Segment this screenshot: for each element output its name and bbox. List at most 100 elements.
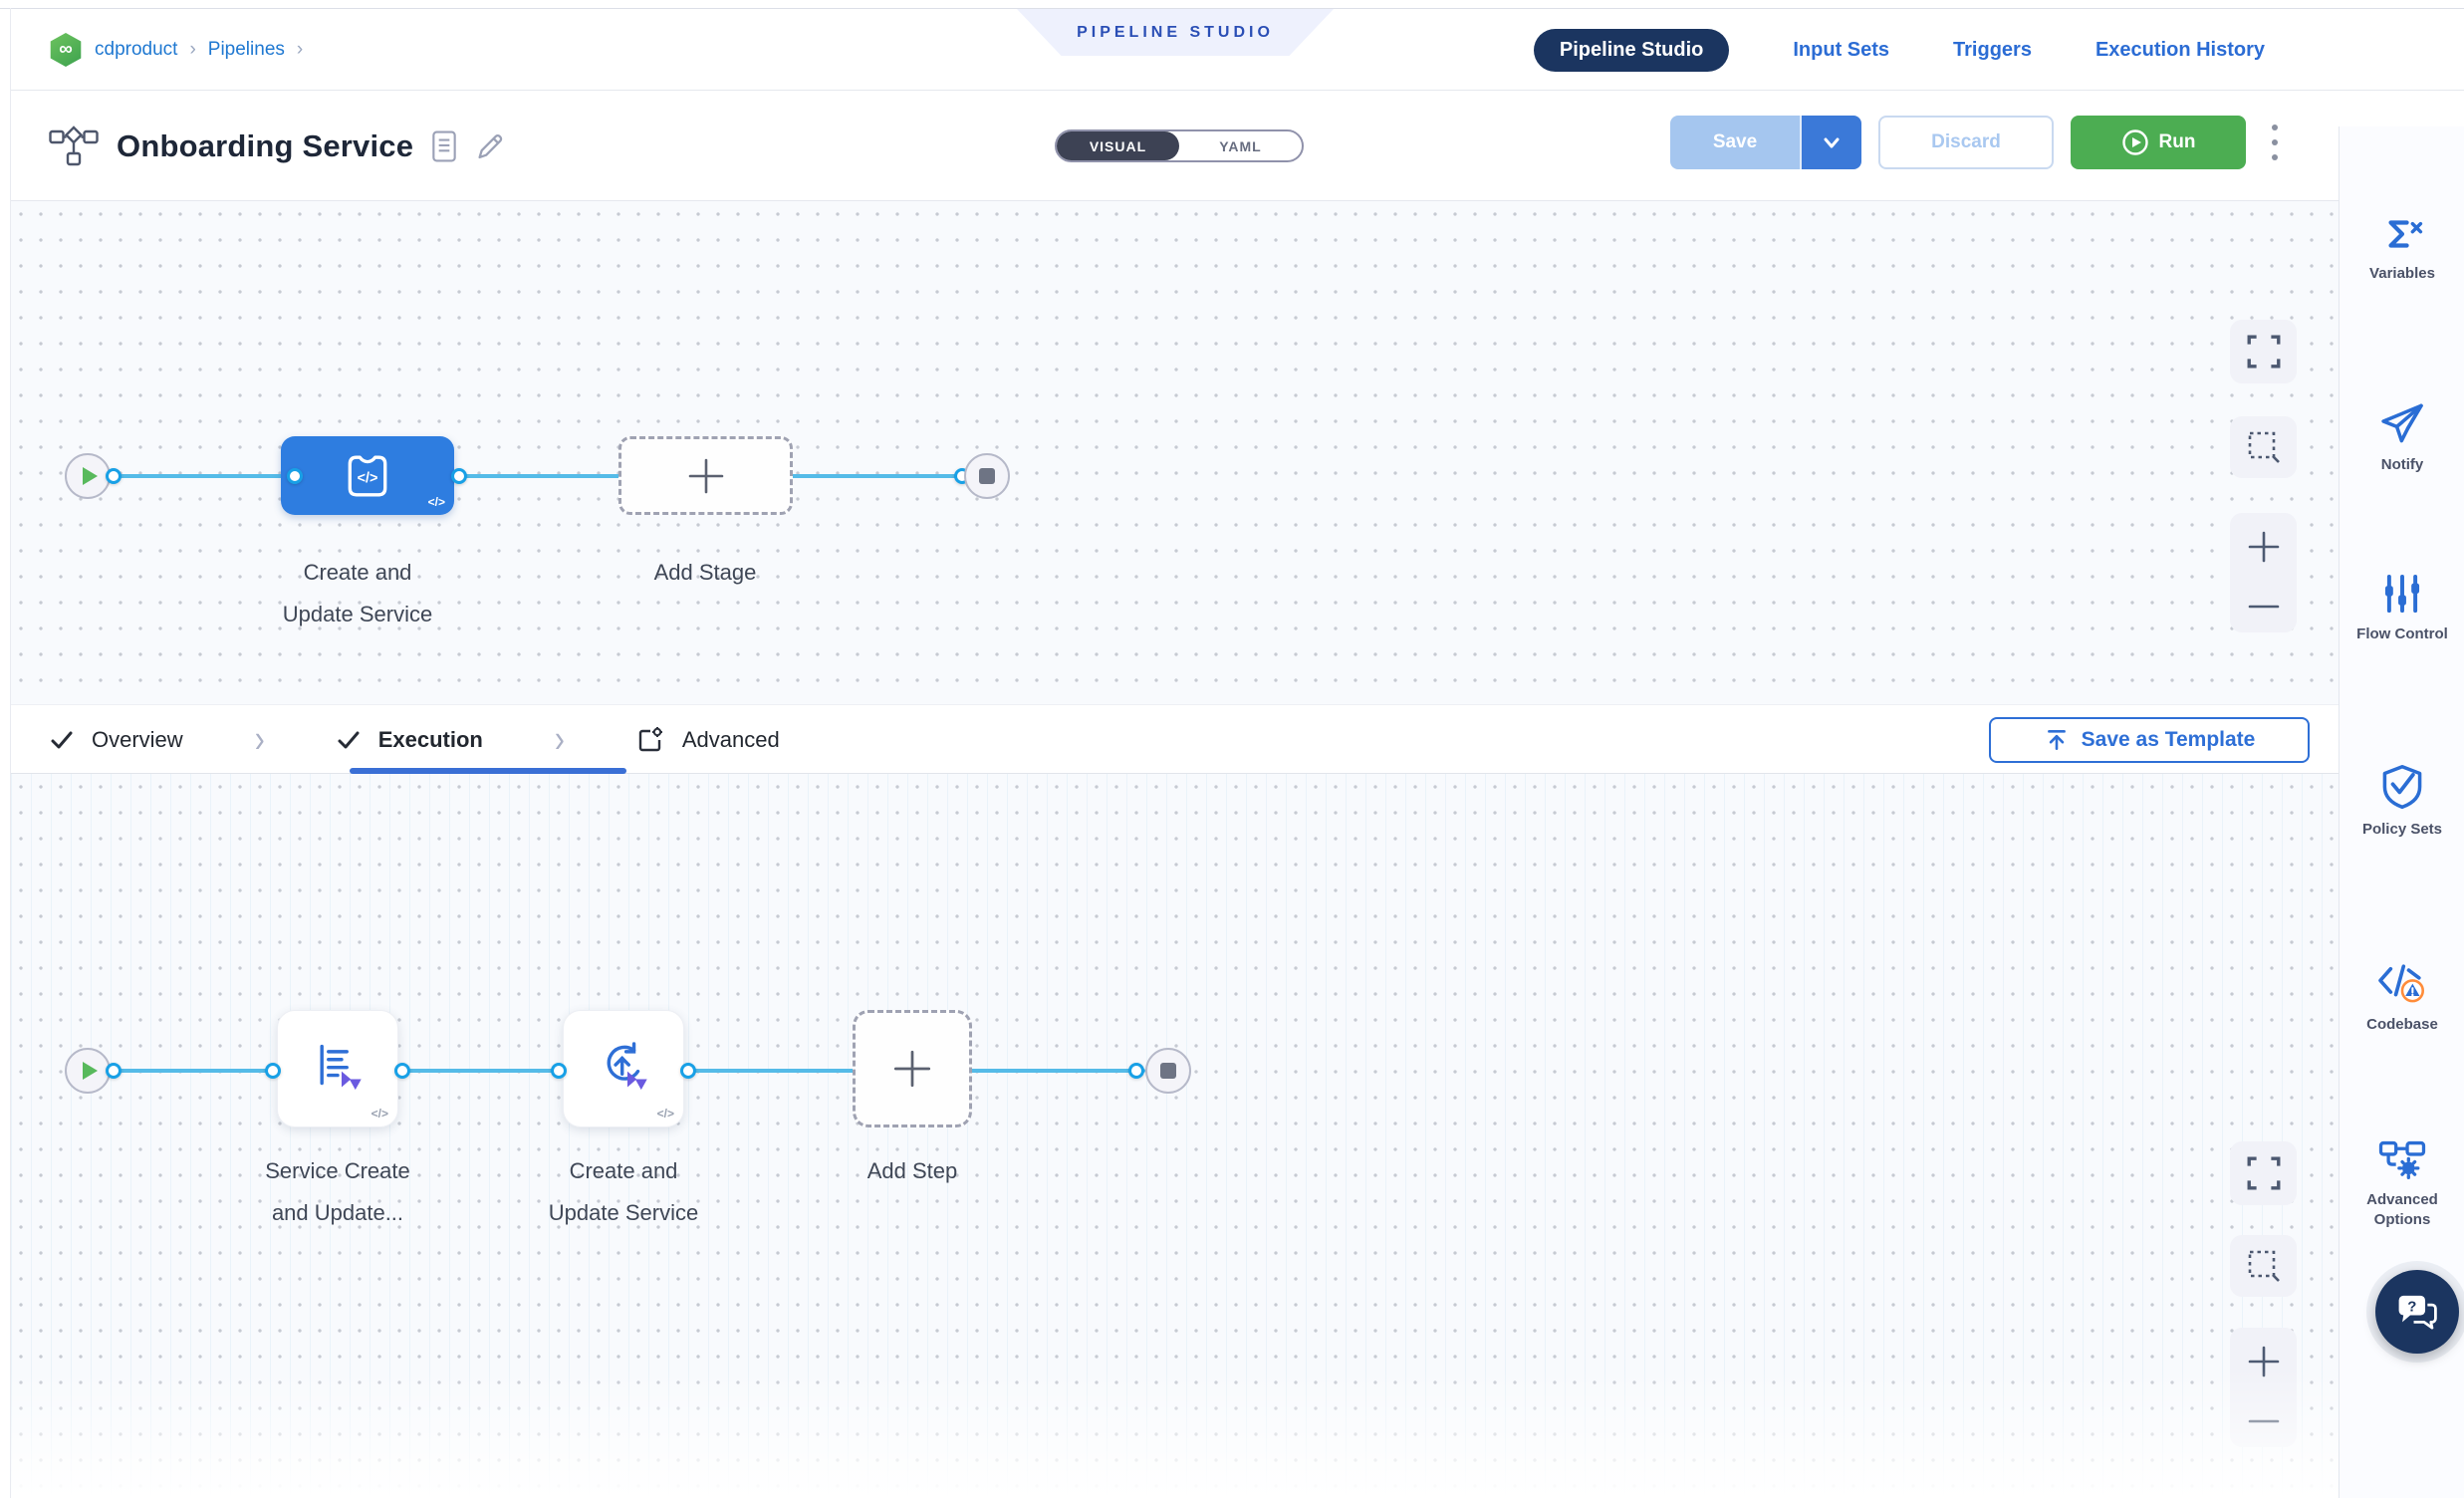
- add-step-node[interactable]: [853, 1010, 972, 1127]
- step-node-service-create-and-update[interactable]: </>: [277, 1010, 398, 1127]
- sidebar-item-codebase[interactable]: Codebase: [2340, 961, 2464, 1035]
- stage-canvas[interactable]: </> </> Create and Update Service Add St…: [11, 201, 2339, 704]
- zoom-out-button[interactable]: [2246, 597, 2282, 617]
- stop-icon: [979, 468, 995, 484]
- fullscreen-button[interactable]: [2230, 1141, 2297, 1205]
- right-sidebar: Variables Notify Flow Control: [2339, 126, 2464, 1498]
- code-glyph: </>: [358, 470, 378, 486]
- custom-stage-icon: </>: [348, 455, 387, 496]
- code-badge: </>: [656, 1107, 674, 1121]
- step-in-port: [551, 1063, 567, 1079]
- execution-start-node: [65, 1048, 111, 1094]
- question-glyph: ?: [2407, 1298, 2416, 1315]
- canvas-bottom-fade: [11, 1369, 2339, 1498]
- start-play-icon: [83, 1062, 98, 1080]
- zoom-out-button[interactable]: [2246, 1411, 2282, 1431]
- check-icon: [338, 731, 360, 749]
- fullscreen-button[interactable]: [2230, 320, 2297, 383]
- sidebar-item-notify[interactable]: Notify: [2340, 401, 2464, 475]
- step2-label: Create and Update Service: [548, 1158, 699, 1225]
- stage-node-create-and-update-service[interactable]: </> </>: [281, 436, 454, 515]
- check-icon: [51, 731, 73, 749]
- more-options-kebab-icon[interactable]: [2263, 116, 2287, 169]
- zoom-in-button[interactable]: [2246, 1344, 2282, 1379]
- values-file-step-icon: [320, 1044, 362, 1091]
- description-doc-icon[interactable]: [431, 130, 457, 162]
- breadcrumb-separator: ›: [189, 39, 196, 60]
- multi-select-button[interactable]: [2230, 1235, 2297, 1297]
- plus-icon: [893, 1050, 931, 1088]
- link-port: [106, 1063, 122, 1079]
- run-button[interactable]: Run: [2071, 116, 2246, 169]
- sync-update-step-icon: [607, 1042, 647, 1091]
- save-button[interactable]: Save: [1670, 116, 1800, 169]
- tab-separator-chevron-icon: ›: [554, 717, 565, 761]
- step-out-port: [680, 1063, 696, 1079]
- stop-icon: [1160, 1063, 1176, 1079]
- tab-overview[interactable]: Overview: [50, 727, 183, 753]
- discard-button[interactable]: Discard: [1878, 116, 2054, 169]
- breadcrumb-pipelines-link[interactable]: Pipelines: [207, 39, 285, 60]
- toolbar-actions: Save Discard Run: [1670, 116, 2287, 169]
- visual-yaml-toggle: VISUAL YAML: [1055, 129, 1304, 162]
- sidebar-item-policy-sets[interactable]: Policy Sets: [2340, 764, 2464, 840]
- tab-execution[interactable]: Execution: [337, 727, 483, 753]
- help-chat-fab[interactable]: ?: [2375, 1270, 2459, 1354]
- tab-triggers[interactable]: Triggers: [1953, 38, 2032, 61]
- multi-select-button[interactable]: [2230, 416, 2297, 478]
- stage-connector-line: [111, 474, 964, 478]
- zoom-controls: [2230, 1328, 2297, 1447]
- save-dropdown-button[interactable]: [1800, 116, 1861, 169]
- marquee-select-icon: [2248, 431, 2280, 463]
- tab-advanced[interactable]: Advanced: [636, 726, 780, 754]
- pipeline-graph-icon: [49, 125, 99, 165]
- tab-input-sets[interactable]: Input Sets: [1793, 38, 1890, 61]
- code-badge: </>: [427, 495, 445, 509]
- fullscreen-icon: [2247, 335, 2280, 369]
- tab-execution-history[interactable]: Execution History: [2094, 38, 2265, 61]
- sidebar-item-flow-control[interactable]: Flow Control: [2340, 573, 2464, 644]
- pipeline-end-node: [964, 453, 1010, 499]
- page-title: Onboarding Service: [117, 127, 414, 163]
- pipeline-title-group: Onboarding Service: [49, 91, 505, 201]
- pipeline-studio-banner: PIPELINE STUDIO: [1017, 9, 1334, 56]
- left-divider: [10, 8, 11, 1498]
- breadcrumb: ∞ cdproduct › Pipelines ›: [49, 9, 303, 91]
- execution-end-node: [1145, 1048, 1191, 1094]
- pipeline-gear-icon: [2378, 1140, 2426, 1179]
- harness-cd-logo-icon: ∞: [50, 33, 82, 67]
- edit-pencil-icon[interactable]: [475, 131, 505, 161]
- chat-question-icon: ?: [2398, 1295, 2437, 1330]
- tab-pipeline-studio[interactable]: Pipeline Studio: [1533, 28, 1730, 72]
- step-out-port: [394, 1063, 410, 1079]
- breadcrumb-project-link[interactable]: cdproduct: [95, 39, 178, 60]
- zoom-controls: [2230, 513, 2297, 632]
- link-port: [1128, 1063, 1144, 1079]
- marquee-select-icon: [2248, 1250, 2280, 1282]
- execution-canvas[interactable]: </> </>: [11, 774, 2339, 1498]
- sidebar-item-advanced-options[interactable]: Advanced Options: [2340, 1138, 2464, 1230]
- active-tab-underline: [350, 768, 626, 774]
- top-divider: [0, 8, 2464, 9]
- step-node-create-and-update-service[interactable]: </>: [563, 1010, 684, 1127]
- upload-icon: [2047, 730, 2066, 750]
- sidebar-item-variables[interactable]: Variables: [2340, 214, 2464, 284]
- stage-label: Create and Update Service: [282, 560, 433, 626]
- code-warning-icon: [2378, 964, 2424, 1003]
- toggle-visual[interactable]: VISUAL: [1057, 131, 1179, 160]
- save-as-template-button[interactable]: Save as Template: [1989, 717, 2310, 763]
- play-circle-icon: [2121, 129, 2148, 155]
- stage-out-port: [451, 468, 467, 484]
- add-step-label: Add Step: [866, 1158, 958, 1183]
- fullscreen-icon: [2247, 1156, 2280, 1190]
- plus-icon: [688, 458, 723, 493]
- add-stage-label: Add Stage: [653, 560, 757, 585]
- advanced-settings-icon: [638, 727, 662, 752]
- stage-in-port: [287, 468, 303, 484]
- add-stage-node[interactable]: [618, 436, 793, 515]
- pipeline-toolbar: Onboarding Service VISUAL YAML Save: [11, 91, 2464, 201]
- toggle-yaml[interactable]: YAML: [1219, 137, 1262, 154]
- zoom-in-button[interactable]: [2246, 529, 2282, 565]
- sliders-icon: [2384, 574, 2420, 614]
